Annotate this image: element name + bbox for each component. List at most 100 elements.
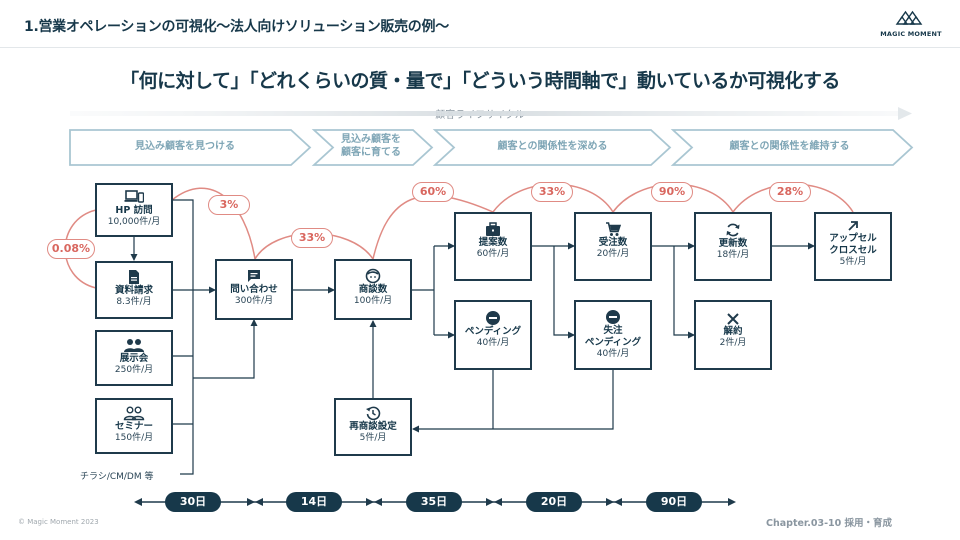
node-value: 150件/月 bbox=[114, 432, 154, 443]
node-label-line1: 失注 bbox=[603, 325, 623, 336]
chevron-stage-1 bbox=[69, 129, 312, 166]
node-value: 20件/月 bbox=[596, 248, 630, 259]
duration-pill-4: 20日 bbox=[526, 492, 582, 512]
chevron-stage-2 bbox=[311, 129, 434, 166]
node-pending: ペンディング 40件/月 bbox=[454, 300, 532, 370]
arrow-up-right-icon bbox=[848, 221, 858, 231]
document-icon bbox=[129, 270, 139, 284]
node-exhibition: 展示会 250件/月 bbox=[95, 330, 173, 386]
node-label: 展示会 bbox=[119, 353, 149, 364]
arrow-trunk-inquiry bbox=[193, 319, 258, 379]
node-label: 受注数 bbox=[598, 237, 628, 248]
line-hp-trunk bbox=[172, 199, 194, 475]
lifecycle-arrow-bar bbox=[70, 111, 900, 116]
node-value: 10,000件/月 bbox=[107, 216, 161, 227]
chevron-stage-4 bbox=[670, 129, 914, 166]
chapter-label: Chapter.03-10 採用・育成 bbox=[766, 518, 893, 529]
arrow-order-cancel bbox=[673, 246, 695, 339]
node-label: HP 訪問 bbox=[115, 205, 153, 216]
node-label: 資料請求 bbox=[114, 285, 153, 296]
people-outline-icon bbox=[123, 406, 145, 421]
rate-badge-meeting-proposal: 60% bbox=[412, 182, 454, 202]
chevron-label-1: 見込み顧客を見つける bbox=[135, 141, 235, 152]
node-lost-pending: 失注 ペンディング 40件/月 bbox=[574, 300, 652, 370]
node-inquiry: 問い合わせ 300件/月 bbox=[215, 259, 293, 320]
node-label: 再商談設定 bbox=[349, 421, 397, 432]
timeline-tick-2a bbox=[366, 498, 374, 506]
page-title: 1.営業オペレーションの可視化〜法人向けソリューション販売の例〜 bbox=[24, 19, 449, 35]
timeline-tick-3b bbox=[494, 498, 502, 506]
briefcase-icon bbox=[486, 222, 500, 236]
node-label: 更新数 bbox=[718, 238, 748, 249]
node-value: 300件/月 bbox=[234, 295, 274, 306]
node-label: 問い合わせ bbox=[230, 284, 278, 295]
node-order: 受注数 20件/月 bbox=[574, 212, 652, 281]
timeline-tick-1b bbox=[255, 498, 263, 506]
timeline-tick-2b bbox=[374, 498, 382, 506]
node-value: 40件/月 bbox=[596, 348, 630, 359]
node-value: 5件/月 bbox=[359, 432, 387, 443]
node-value: 40件/月 bbox=[476, 337, 510, 348]
node-proposal: 提案数 60件/月 bbox=[454, 212, 532, 281]
node-meeting: 商談数 100件/月 bbox=[334, 259, 412, 320]
node-value: 100件/月 bbox=[353, 295, 393, 306]
node-label-line1: アップセル bbox=[829, 233, 877, 244]
copyright-text: © Magic Moment 2023 bbox=[18, 518, 99, 526]
timeline-tick-start bbox=[134, 498, 142, 506]
node-label: 提案数 bbox=[478, 237, 508, 248]
rate-badge-order-renewal: 90% bbox=[651, 182, 693, 202]
chevron-stage-3 bbox=[432, 129, 672, 166]
node-seminar: セミナー 150件/月 bbox=[95, 398, 173, 454]
timeline-tick-end bbox=[728, 498, 736, 506]
node-document-request: 資料請求 8.3件/月 bbox=[95, 261, 173, 319]
rate-badge-hp-inquiry: 3% bbox=[208, 195, 250, 215]
brand-logo: MAGIC MOMENT bbox=[876, 10, 946, 40]
rate-badge-renewal-upsell: 28% bbox=[769, 182, 811, 202]
lifecycle-arrow-head bbox=[898, 107, 912, 120]
duration-pill-1: 30日 bbox=[165, 492, 221, 512]
face-icon bbox=[365, 268, 381, 284]
node-upsell: アップセル クロスセル 5件/月 bbox=[814, 212, 892, 281]
headline: 「何に対して」「どれくらいの質・量で」「どういう時間軸で」動いているか可視化する bbox=[120, 70, 840, 92]
node-value: 5件/月 bbox=[839, 256, 867, 267]
history-icon bbox=[366, 406, 381, 421]
arc-meeting-proposal bbox=[372, 195, 494, 260]
node-label: ペンディング bbox=[584, 336, 642, 348]
timeline-tick-4b bbox=[614, 498, 622, 506]
node-label: ペンディング bbox=[464, 326, 522, 337]
laptop-phone-icon bbox=[124, 190, 144, 203]
logo-text: MAGIC MOMENT bbox=[880, 30, 942, 38]
chat-icon bbox=[248, 270, 260, 282]
rate-badge-hp-doc: 0.08% bbox=[47, 239, 95, 259]
minus-circle-icon bbox=[486, 311, 500, 325]
chevron-label-2: 見込み顧客を顧客に育てる bbox=[341, 134, 401, 158]
duration-pill-2: 14日 bbox=[286, 492, 342, 512]
node-cancel: 解約 2件/月 bbox=[694, 300, 772, 370]
timeline-tick-1a bbox=[247, 498, 255, 506]
node-reschedule: 再商談設定 5件/月 bbox=[334, 398, 412, 456]
arrow-proposal-lost bbox=[553, 246, 575, 339]
node-renewal: 更新数 18件/月 bbox=[694, 212, 772, 281]
node-label: クロスセル bbox=[829, 244, 877, 256]
refresh-icon bbox=[726, 223, 740, 237]
misc-channels-text: チラシ/CM/DM 等 bbox=[80, 472, 154, 482]
node-value: 8.3件/月 bbox=[116, 296, 152, 307]
close-icon bbox=[727, 313, 739, 325]
node-label: 解約 bbox=[723, 326, 743, 337]
rate-badge-inquiry-meeting: 33% bbox=[291, 228, 333, 248]
node-label: セミナー bbox=[114, 421, 153, 432]
timeline-tick-4a bbox=[606, 498, 614, 506]
node-label: 商談数 bbox=[358, 284, 388, 295]
cart-icon bbox=[606, 222, 621, 236]
header-bar: 1.営業オペレーションの可視化〜法人向けソリューション販売の例〜 MAGIC M… bbox=[0, 0, 960, 48]
logo-mark-icon bbox=[895, 10, 923, 25]
group-icon bbox=[124, 339, 144, 352]
duration-pill-5: 90日 bbox=[646, 492, 702, 512]
node-value: 2件/月 bbox=[719, 337, 747, 348]
duration-pill-3: 35日 bbox=[406, 492, 462, 512]
chevron-label-3: 顧客との関係性を深める bbox=[497, 141, 608, 152]
node-hp-visit: HP 訪問 10,000件/月 bbox=[95, 183, 173, 237]
node-value: 60件/月 bbox=[476, 248, 510, 259]
node-value: 250件/月 bbox=[114, 364, 154, 375]
timeline-tick-3a bbox=[486, 498, 494, 506]
